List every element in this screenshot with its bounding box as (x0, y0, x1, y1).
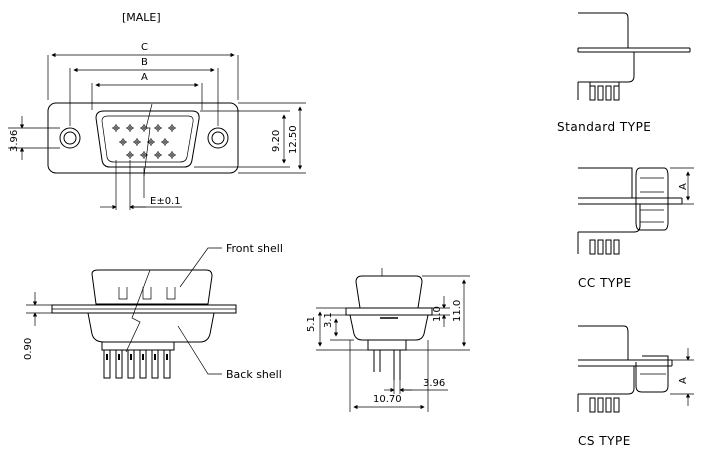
d-shell-outer (95, 110, 200, 168)
svg-text:1.0: 1.0 (432, 306, 443, 322)
dim-396-top: 3.96 (8, 116, 60, 160)
svg-text:A: A (678, 183, 689, 190)
svg-text:5.1: 5.1 (306, 316, 317, 332)
dim-1070: 10.70 (349, 340, 429, 412)
d-shell-inner (101, 115, 194, 163)
svg-text:E±0.1: E±0.1 (150, 196, 181, 207)
svg-text:12.50: 12.50 (288, 125, 299, 154)
standard-type-drawing (577, 12, 691, 101)
svg-text:10.70: 10.70 (373, 394, 402, 405)
cc-type-drawing: A (577, 167, 694, 255)
side-view: 5.1 3.1 1.0 11.0 3.96 (306, 268, 470, 412)
back-shell-body (87, 312, 215, 343)
top-view: [MALE] (8, 11, 306, 210)
mount-hole-left (59, 127, 81, 149)
dim-396-side: 3.96 (384, 378, 448, 394)
dim-090: 0.90 (23, 292, 52, 360)
dim-1250: 12.50 (238, 102, 306, 174)
dim-e: E±0.1 (100, 160, 182, 210)
svg-text:9.20: 9.20 (271, 130, 282, 152)
back-shell-label: Back shell (226, 368, 282, 381)
cc-type-label: CC TYPE (578, 276, 632, 290)
pin-row-top (112, 124, 176, 132)
svg-text:A: A (141, 72, 148, 83)
dim-c: C (47, 42, 239, 100)
flange-outline (47, 102, 239, 174)
dim-10: 1.0 (432, 296, 450, 327)
svg-text:3.96: 3.96 (423, 378, 445, 389)
svg-text:C: C (141, 42, 148, 53)
svg-text:0.90: 0.90 (23, 338, 34, 360)
dim-920: 9.20 (194, 110, 290, 168)
pin-row-bottom (126, 151, 176, 159)
front-shell-leader (179, 247, 222, 288)
dim-51: 5.1 (306, 307, 368, 351)
svg-text:3.96: 3.96 (9, 130, 20, 152)
cs-type-drawing: A (577, 325, 694, 413)
dim-31: 3.1 (323, 312, 354, 341)
dim-a: A (91, 72, 203, 110)
front-pins (103, 349, 171, 379)
pin-row-mid (119, 138, 169, 146)
front-shell-label: Front shell (226, 242, 283, 255)
svg-text:A: A (678, 377, 689, 384)
standard-type-label: Standard TYPE (557, 120, 651, 134)
front-shell-body (91, 269, 213, 305)
mount-hole-right (207, 127, 229, 149)
svg-text:3.1: 3.1 (323, 312, 334, 328)
svg-text:11.0: 11.0 (452, 300, 463, 322)
back-shell-leader (177, 325, 222, 375)
svg-text:B: B (141, 57, 148, 68)
gender-label: [MALE] (122, 11, 161, 24)
dim-b: B (69, 57, 219, 126)
dim-110: 11.0 (406, 275, 470, 351)
cs-type-label: CS TYPE (578, 434, 631, 448)
front-view: Front shell Back shell 0.90 (23, 242, 283, 381)
